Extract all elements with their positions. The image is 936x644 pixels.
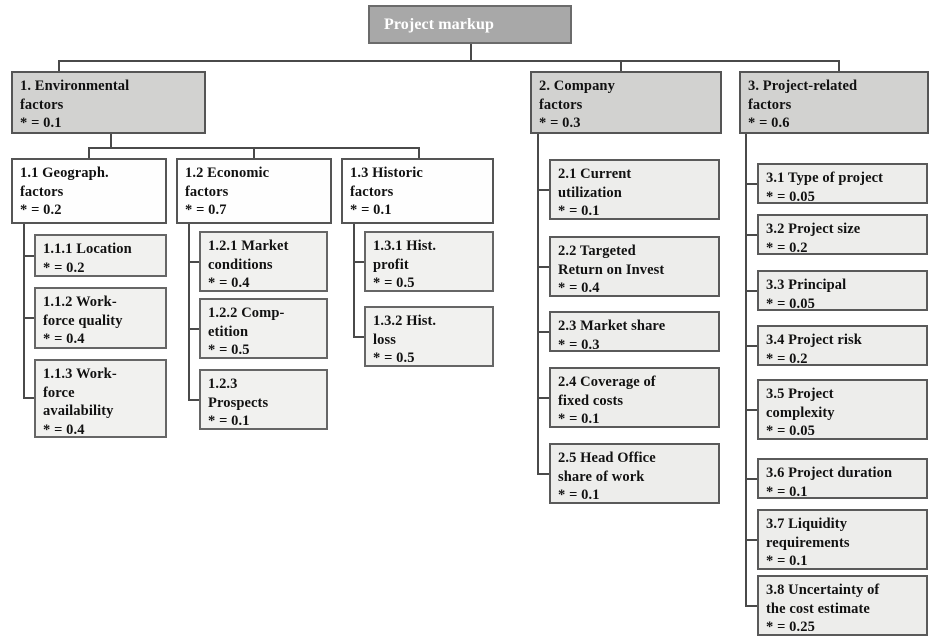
node-root-project-markup[interactable]: Project markup (368, 5, 572, 44)
connector-spine-12 (188, 224, 190, 399)
connector-stub-123 (188, 399, 200, 401)
connector-stub-32 (745, 234, 758, 236)
node-3-1-type-of-project[interactable]: 3.1 Type of project * = 0.05 (757, 163, 928, 205)
connector-stub-38 (745, 605, 758, 607)
connector-spine-3 (745, 134, 747, 605)
connector-stub-31 (745, 183, 758, 185)
connector-stub-21 (537, 189, 550, 191)
node-2-5-head-office-share-of-work[interactable]: 2.5 Head Office share of work * = 0.1 (549, 443, 720, 504)
connector-to-branch-3 (838, 60, 840, 71)
connector-stub-35 (745, 409, 758, 411)
node-1-environmental-factors[interactable]: 1. Environmental factors * = 0.1 (11, 71, 206, 134)
node-1-2-3-prospects[interactable]: 1.2.3 Prospects * = 0.1 (199, 369, 328, 430)
connector-stub-37 (745, 539, 758, 541)
connector-stub-111 (23, 255, 35, 257)
connector-stub-34 (745, 345, 758, 347)
node-1-1-geograph-factors[interactable]: 1.1 Geograph. factors * = 0.2 (11, 158, 167, 224)
node-1-1-3-workforce-availability[interactable]: 1.1.3 Work- force availability * = 0.4 (34, 359, 167, 438)
connector-branch1-stem (110, 134, 112, 148)
connector-stub-36 (745, 478, 758, 480)
connector-to-branch-1 (58, 60, 60, 71)
node-1-2-1-market-conditions[interactable]: 1.2.1 Market conditions * = 0.4 (199, 231, 328, 292)
node-1-3-2-hist-loss[interactable]: 1.3.2 Hist. loss * = 0.5 (364, 306, 494, 367)
node-2-4-coverage-of-fixed-costs[interactable]: 2.4 Coverage of fixed costs * = 0.1 (549, 367, 720, 428)
connector-stub-112 (23, 317, 35, 319)
connector-to-group-12 (253, 147, 255, 158)
connector-level1-bus (58, 60, 839, 62)
connector-root-stem (470, 44, 472, 61)
connector-stub-33 (745, 290, 758, 292)
node-1-2-economic-factors[interactable]: 1.2 Economic factors * = 0.7 (176, 158, 332, 224)
node-1-3-1-hist-profit[interactable]: 1.3.1 Hist. profit * = 0.5 (364, 231, 494, 292)
node-2-1-current-utilization[interactable]: 2.1 Current utilization * = 0.1 (549, 159, 720, 220)
node-3-8-uncertainty-of-cost-estimate[interactable]: 3.8 Uncertainty of the cost estimate * =… (757, 575, 928, 636)
connector-stub-25 (537, 473, 550, 475)
node-1-1-2-workforce-quality[interactable]: 1.1.2 Work- force quality * = 0.4 (34, 287, 167, 349)
node-1-3-historic-factors[interactable]: 1.3 Historic factors * = 0.1 (341, 158, 494, 224)
connector-to-branch-2 (620, 60, 622, 71)
node-2-3-market-share[interactable]: 2.3 Market share * = 0.3 (549, 311, 720, 353)
connector-to-group-13 (418, 147, 420, 158)
node-3-3-principal[interactable]: 3.3 Principal * = 0.05 (757, 270, 928, 312)
node-3-4-project-risk[interactable]: 3.4 Project risk * = 0.2 (757, 325, 928, 367)
connector-stub-24 (537, 397, 550, 399)
node-3-6-project-duration[interactable]: 3.6 Project duration * = 0.1 (757, 458, 928, 500)
connector-spine-13 (353, 224, 355, 336)
connector-stub-23 (537, 331, 550, 333)
node-2-2-targeted-return-on-invest[interactable]: 2.2 Targeted Return on Invest * = 0.4 (549, 236, 720, 297)
node-1-1-1-location[interactable]: 1.1.1 Location * = 0.2 (34, 234, 167, 277)
connector-stub-122 (188, 328, 200, 330)
node-1-2-2-competition[interactable]: 1.2.2 Comp- etition * = 0.5 (199, 298, 328, 359)
connector-stub-113 (23, 397, 35, 399)
connector-stub-121 (188, 261, 200, 263)
connector-stub-22 (537, 266, 550, 268)
connector-stub-131 (353, 261, 365, 263)
node-2-company-factors[interactable]: 2. Company factors * = 0.3 (530, 71, 722, 134)
connector-to-group-11 (88, 147, 90, 158)
node-3-project-related-factors[interactable]: 3. Project-related factors * = 0.6 (739, 71, 929, 134)
connector-spine-2 (537, 134, 539, 473)
node-3-5-project-complexity[interactable]: 3.5 Project complexity * = 0.05 (757, 379, 928, 440)
connector-stub-132 (353, 336, 365, 338)
node-3-7-liquidity-requirements[interactable]: 3.7 Liquidity requirements * = 0.1 (757, 509, 928, 570)
connector-spine-11 (23, 224, 25, 397)
node-3-2-project-size[interactable]: 3.2 Project size * = 0.2 (757, 214, 928, 256)
